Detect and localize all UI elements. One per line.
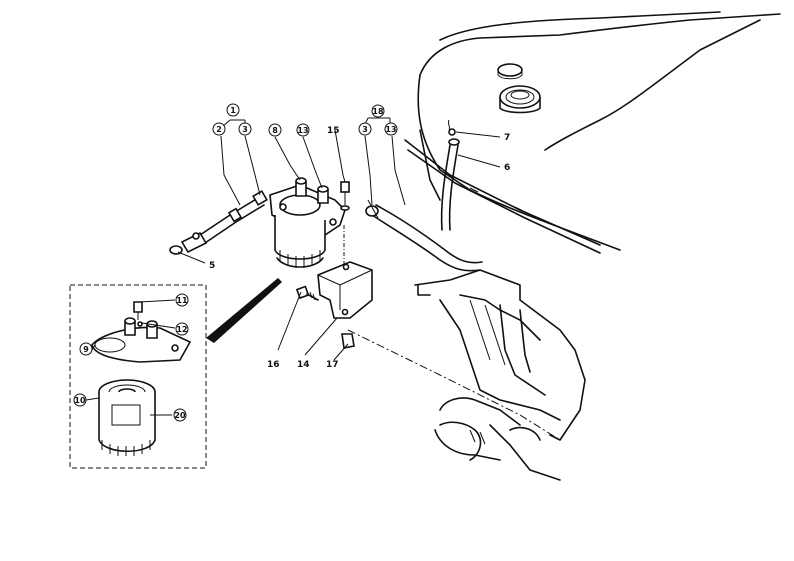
callout-17: 17 (326, 360, 339, 370)
mounting-nut (341, 333, 355, 349)
svg-text:12: 12 (176, 325, 187, 334)
filler-cap-icon (499, 85, 541, 114)
callout-20: 20 (173, 408, 187, 422)
callout-6: 6 (504, 163, 510, 173)
svg-text:11: 11 (176, 296, 188, 305)
breather-cap (497, 63, 523, 80)
engine-block-outline (404, 11, 781, 254)
svg-text:3: 3 (362, 125, 368, 134)
callout-7: 7 (504, 133, 510, 143)
return-hose (440, 119, 460, 231)
svg-text:17: 17 (326, 360, 339, 370)
callout-14: 14 (297, 360, 310, 370)
detail-pointer-arrow (206, 278, 282, 343)
svg-text:14: 14 (297, 360, 310, 370)
svg-text:5: 5 (209, 261, 215, 271)
callout-12: 12 (175, 322, 189, 336)
callout-1: 1 (226, 103, 240, 117)
fuel-inlet-hose (169, 190, 268, 255)
callout-2: 2 (212, 122, 226, 136)
svg-text:13: 13 (385, 125, 396, 134)
svg-text:18: 18 (372, 107, 384, 116)
svg-text:16: 16 (267, 360, 280, 370)
svg-text:10: 10 (74, 396, 86, 405)
fuel-line-to-engine (365, 199, 483, 272)
svg-text:3: 3 (242, 125, 248, 134)
svg-text:7: 7 (504, 133, 510, 143)
callout-3a: 3 (238, 122, 252, 136)
callout-9: 9 (79, 342, 93, 356)
engine-mounting-bracket (414, 269, 586, 441)
callout-10: 10 (73, 393, 87, 407)
callout-11: 11 (175, 293, 189, 307)
leader-lines (85, 112, 501, 416)
fuel-filter-assembly (269, 177, 346, 268)
filter-mounting-plate (317, 261, 373, 319)
lower-engine-parts (434, 397, 561, 481)
svg-text:6: 6 (504, 163, 510, 173)
callout-13a: 13 (296, 123, 310, 137)
callout-16: 16 (267, 360, 280, 370)
detail-box (69, 284, 207, 469)
callout-13b: 13 (384, 122, 398, 136)
callout-5: 5 (209, 261, 215, 271)
svg-text:1: 1 (230, 106, 236, 115)
svg-text:15: 15 (327, 126, 340, 136)
svg-text:13: 13 (297, 126, 308, 135)
callout-8: 8 (268, 123, 282, 137)
svg-text:8: 8 (272, 126, 278, 135)
callout-3b: 3 (358, 122, 372, 136)
svg-text:2: 2 (216, 125, 222, 134)
callout-18: 18 (371, 104, 385, 118)
bleed-bolt (340, 181, 350, 211)
svg-text:9: 9 (83, 345, 89, 354)
callout-15: 15 (327, 126, 340, 136)
svg-text:20: 20 (174, 411, 186, 420)
